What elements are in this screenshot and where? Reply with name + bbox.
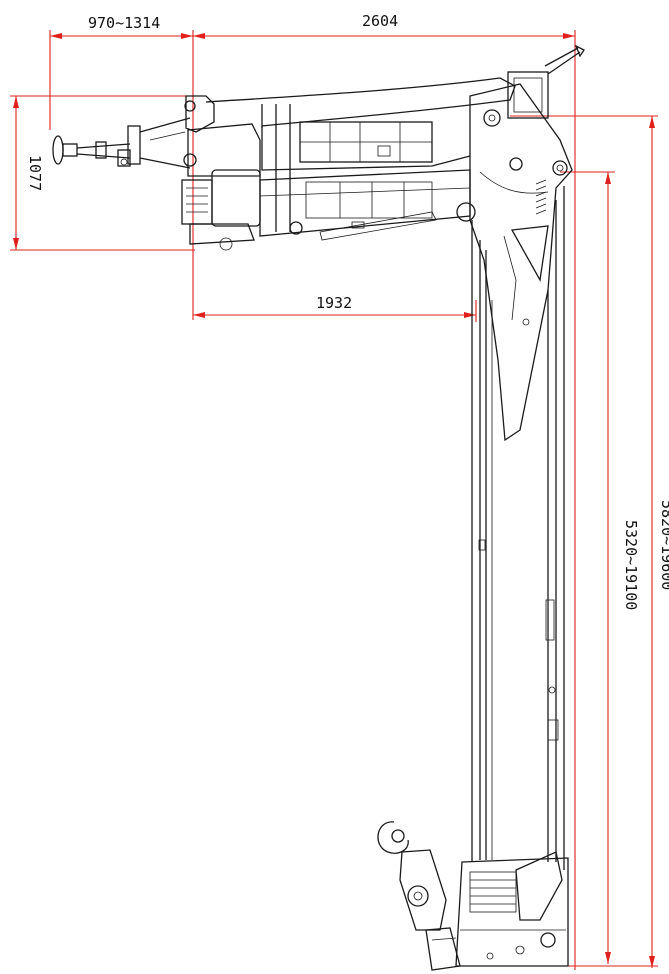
upper-boom <box>205 77 516 232</box>
dimension-middle-horizontal: 1932 <box>316 294 352 312</box>
telescopic-column <box>471 186 565 870</box>
dimension-top-left: 970~1314 <box>88 14 160 32</box>
tow-bar <box>52 117 191 169</box>
dimension-lines <box>10 30 658 970</box>
dimension-top-right: 2604 <box>362 12 398 30</box>
dimension-left-vertical: 1077 <box>26 155 44 191</box>
coil-spring <box>535 179 547 215</box>
slewing-base <box>181 95 261 251</box>
dimension-outer-vertical: 5820~19600 <box>658 500 669 590</box>
knuckle-joint <box>469 44 585 442</box>
dimension-inner-vertical: 5320~19100 <box>622 520 640 610</box>
crane-body <box>52 44 585 971</box>
column-base <box>455 851 569 967</box>
hook-block <box>377 821 461 971</box>
lower-boom <box>259 169 476 241</box>
